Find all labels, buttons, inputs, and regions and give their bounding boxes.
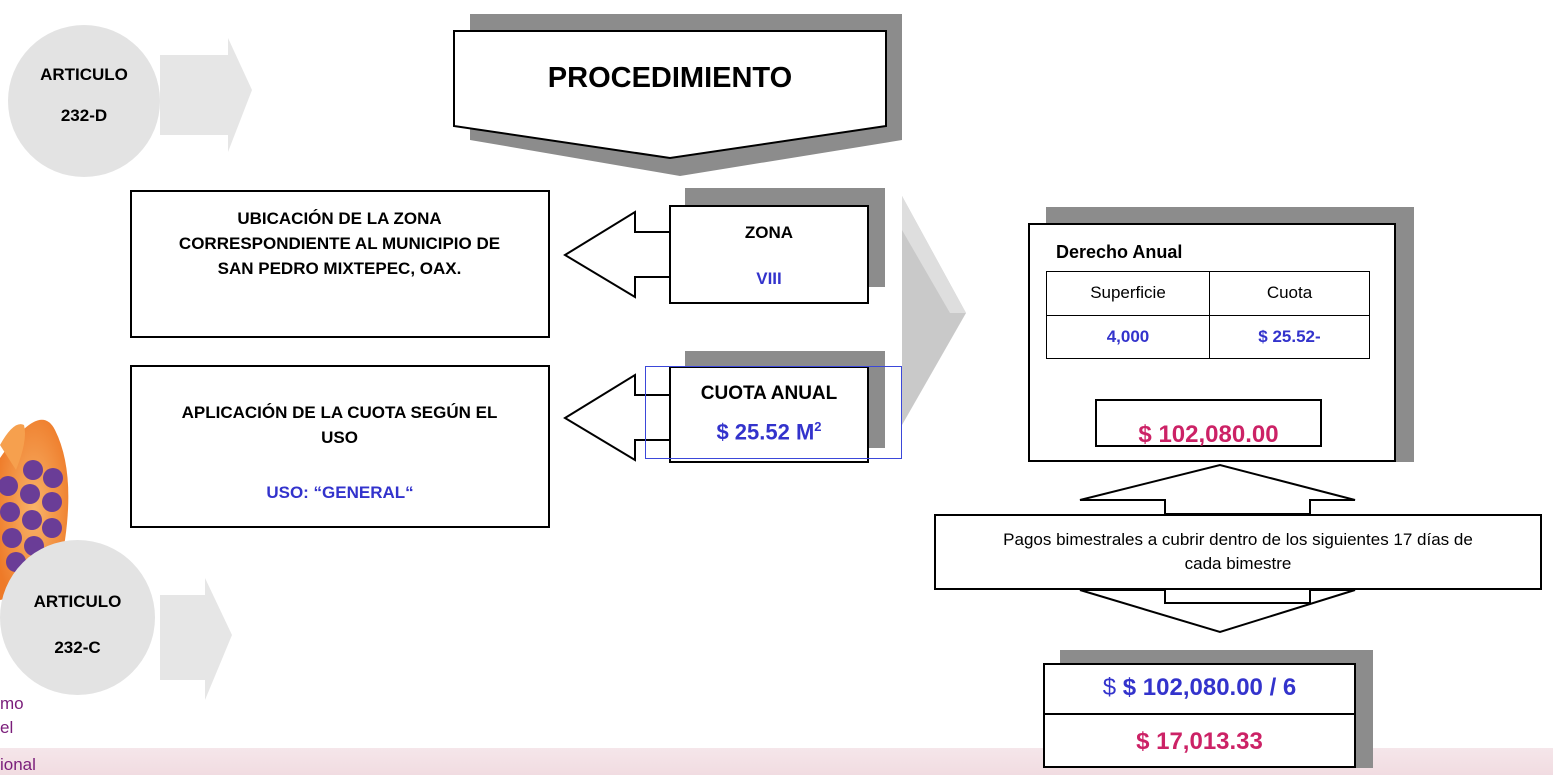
- value-cuota: $ 25.52-: [1209, 314, 1370, 359]
- zona-value: VIII: [756, 269, 782, 288]
- cuota-anual-label: CUOTA ANUAL: [700, 383, 838, 404]
- cuota-anual-box: CUOTA ANUAL $ 25.52 M2: [669, 366, 869, 463]
- currency-symbol: $: [1102, 674, 1117, 701]
- derecho-anual-title: Derecho Anual: [1056, 242, 1183, 262]
- table-header-row: Superficie Cuota: [1046, 271, 1370, 316]
- uso-text: USO: “GENERAL“: [266, 483, 414, 502]
- division-text: $ 102,080.00 / 6: [1122, 674, 1297, 701]
- side-text-2: el: [0, 718, 14, 737]
- ubicacion-text: UBICACIÓN DE LA ZONA CORRESPONDIENTE AL …: [178, 209, 501, 278]
- resultado-value: $ 17,013.33: [1136, 728, 1263, 755]
- cuota-anual-value: $ 25.52 M2: [716, 419, 822, 445]
- articulo-232d-circle: ARTICULO 232-D: [8, 25, 160, 177]
- pagos-box: Pagos bimestrales a cubrir dentro de los…: [934, 514, 1542, 590]
- ubicacion-box: UBICACIÓN DE LA ZONA CORRESPONDIENTE AL …: [130, 190, 550, 338]
- zona-label: ZONA: [744, 223, 794, 242]
- procedimiento-title: PROCEDIMIENTO: [547, 62, 793, 94]
- derecho-anual-box: Derecho Anual Superficie Cuota 4,000 $ 2…: [1028, 223, 1396, 462]
- side-text-3: ional: [0, 755, 36, 774]
- division-row: $ $ 102,080.00 / 6: [1045, 665, 1354, 715]
- division-expression: $ $ 102,080.00 / 6: [1045, 675, 1354, 701]
- pagos-text: Pagos bimestrales a cubrir dentro de los…: [1003, 530, 1473, 573]
- aplicacion-text: APLICACIÓN DE LA CUOTA SEGÚN EL USO: [181, 403, 498, 447]
- side-text-1: mo: [0, 694, 24, 713]
- articulo-232c-number: 232-C: [54, 638, 101, 657]
- articulo-232d-number: 232-D: [60, 106, 108, 125]
- selection-frame: [645, 366, 902, 459]
- articulo-232d-label: ARTICULO: [40, 65, 128, 84]
- value-superficie: 4,000: [1046, 314, 1210, 359]
- resultado-box: $ $ 102,080.00 / 6 $ 17,013.33: [1043, 663, 1356, 768]
- table-row: 4,000 $ 25.52-: [1046, 314, 1370, 359]
- header-superficie: Superficie: [1046, 271, 1210, 316]
- procedimiento-shape: [453, 30, 887, 160]
- arrow-down-bottom: [1079, 589, 1356, 634]
- derecho-anual-total-box: $ 102,080.00: [1095, 399, 1322, 447]
- articulo-232c-label: ARTICULO: [33, 592, 122, 611]
- articulo-232c-circle: ARTICULO 232-C: [0, 540, 155, 695]
- articulo-top-arrow: [160, 38, 252, 152]
- zona-box: ZONA VIII: [669, 205, 869, 304]
- arrow-left-zona: [563, 210, 673, 299]
- aplicacion-box: APLICACIÓN DE LA CUOTA SEGÚN EL USO USO:…: [130, 365, 550, 528]
- arrow-down-top: [1079, 463, 1356, 515]
- articulo-bottom-arrow: [160, 578, 232, 700]
- derecho-anual-total: $ 102,080.00: [1138, 421, 1279, 448]
- header-cuota: Cuota: [1209, 271, 1370, 316]
- derecho-anual-table: Superficie Cuota 4,000 $ 25.52-: [1046, 271, 1370, 359]
